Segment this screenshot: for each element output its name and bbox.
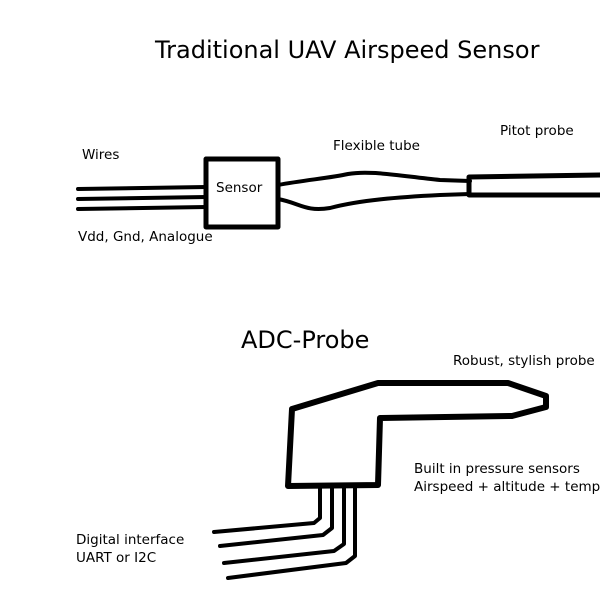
- sensor-box: [203, 156, 281, 230]
- digital-interface-line2: UART or I2C: [76, 550, 157, 566]
- pressure-sensors-line1: Built in pressure sensors: [414, 461, 580, 477]
- flexible-tube: [276, 170, 472, 211]
- sensor-label: Sensor: [216, 180, 263, 196]
- pitot-probe: [466, 172, 600, 198]
- adc-probe-label: Robust, stylish probe: [453, 353, 595, 369]
- interface-wire-1: [212, 484, 322, 534]
- pressure-sensors-line2: Airspeed + altitude + temp: [414, 479, 600, 495]
- interface-wire-3: [222, 484, 346, 565]
- bottom-diagram-title: ADC-Probe: [241, 326, 370, 354]
- wire-1: [76, 185, 208, 191]
- top-diagram-title: Traditional UAV Airspeed Sensor: [155, 36, 540, 64]
- wires-caption: Vdd, Gnd, Analogue: [78, 229, 213, 245]
- interface-wire-4: [226, 484, 357, 580]
- pitot-probe-label: Pitot probe: [500, 123, 574, 139]
- flexible-tube-label: Flexible tube: [333, 138, 420, 154]
- adc-probe-body: [285, 380, 549, 489]
- wires-label: Wires: [82, 147, 120, 163]
- digital-interface-line1: Digital interface: [76, 532, 185, 548]
- wire-2: [76, 195, 208, 201]
- wire-3: [76, 205, 208, 211]
- interface-wire-2: [218, 484, 334, 548]
